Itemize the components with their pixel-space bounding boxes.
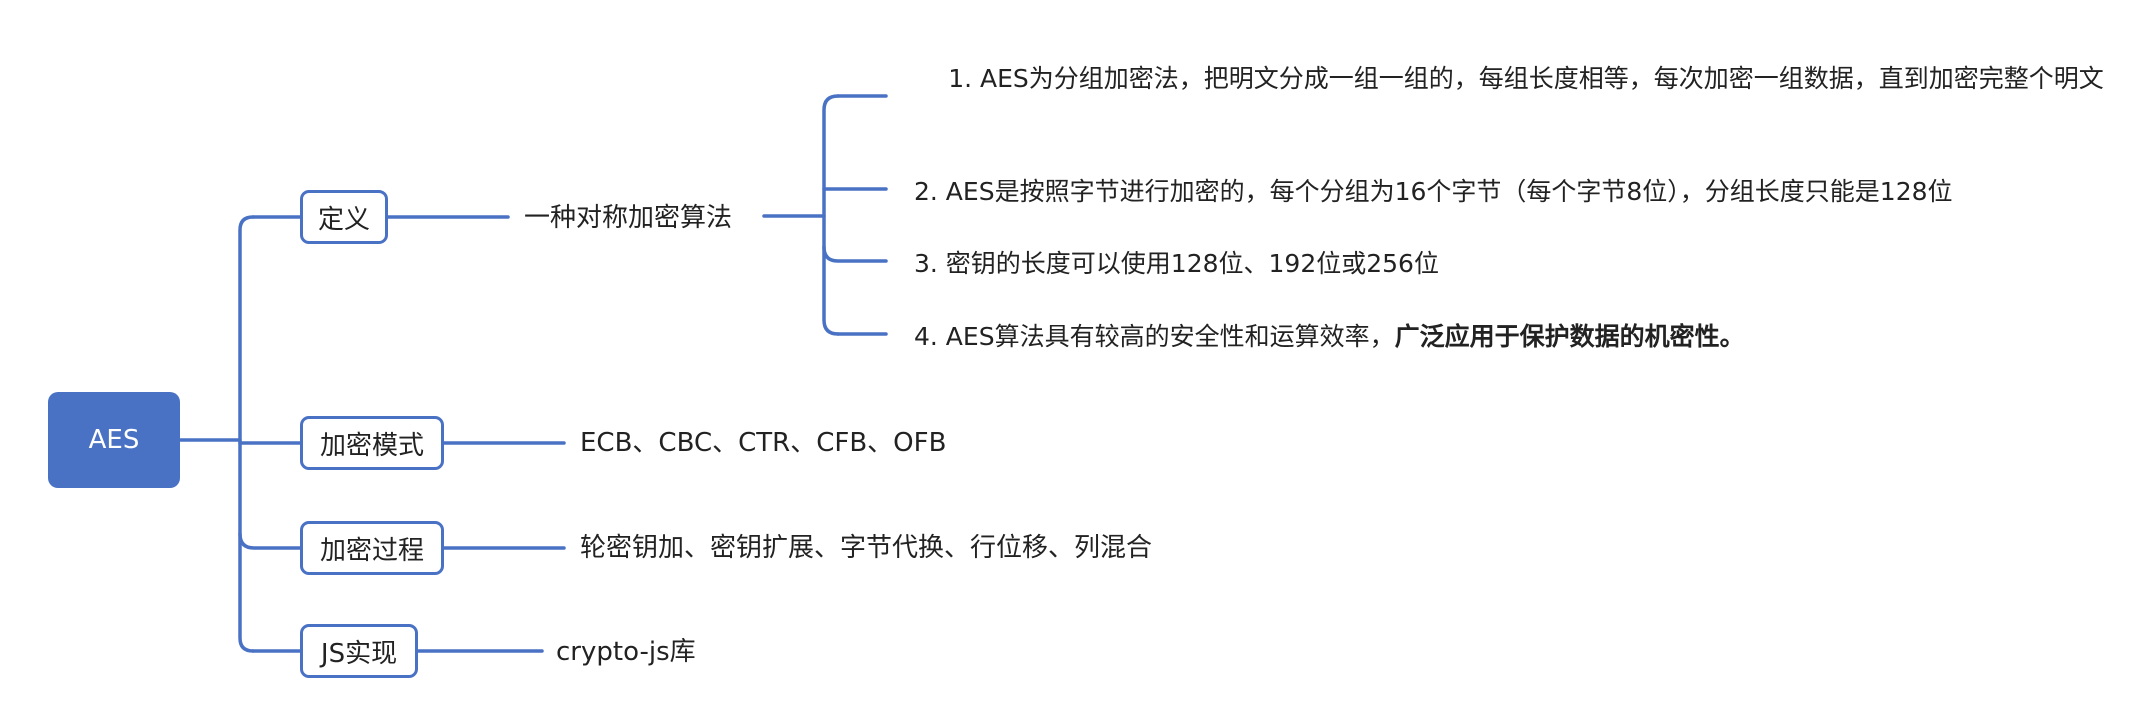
- branch-js-label: JS实现: [320, 638, 398, 669]
- root-node-aes[interactable]: AES: [48, 392, 180, 488]
- branch-js-implementation[interactable]: JS实现: [300, 624, 418, 678]
- branch-definition-label: 定义: [317, 204, 370, 235]
- connector-to-process: [238, 532, 302, 550]
- connector-points-vertical: [822, 94, 840, 336]
- branch-encryption-process[interactable]: 加密过程: [300, 521, 444, 575]
- leaf-mode-list[interactable]: ECB、CBC、CTR、CFB、OFB: [580, 428, 947, 458]
- branch-process-label: 加密过程: [319, 535, 424, 566]
- leaf-crypto-js[interactable]: crypto-js库: [556, 637, 696, 667]
- point-byte-groups[interactable]: 2. AES是按照字节进行加密的，每个分组为16个字节（每个字节8位），分组长度…: [914, 177, 1953, 206]
- point-security[interactable]: 4. AES算法具有较高的安全性和运算效率，广泛应用于保护数据的机密性。: [914, 320, 1745, 354]
- connector-trunk-vertical: [238, 215, 255, 653]
- branch-mode-label: 加密模式: [319, 430, 424, 461]
- point-block-cipher[interactable]: 1. AES为分组加密法，把明文分成一组一组的，每组长度相等，每次加密一组数据，…: [948, 64, 2104, 93]
- point-key-length[interactable]: 3. 密钥的长度可以使用128位、192位或256位: [914, 249, 1439, 278]
- connector-point-3: [822, 245, 888, 263]
- point-security-emphasis: 广泛应用于保护数据的机密性。: [1394, 322, 1745, 351]
- point-security-prefix: 4. AES算法具有较高的安全性和运算效率，: [914, 322, 1395, 351]
- branch-definition[interactable]: 定义: [300, 190, 388, 244]
- branch-encryption-mode[interactable]: 加密模式: [300, 416, 444, 470]
- leaf-symmetric-algorithm[interactable]: 一种对称加密算法: [524, 203, 733, 233]
- leaf-process-steps[interactable]: 轮密钥加、密钥扩展、字节代换、行位移、列混合: [580, 533, 1153, 563]
- root-label: AES: [88, 425, 140, 455]
